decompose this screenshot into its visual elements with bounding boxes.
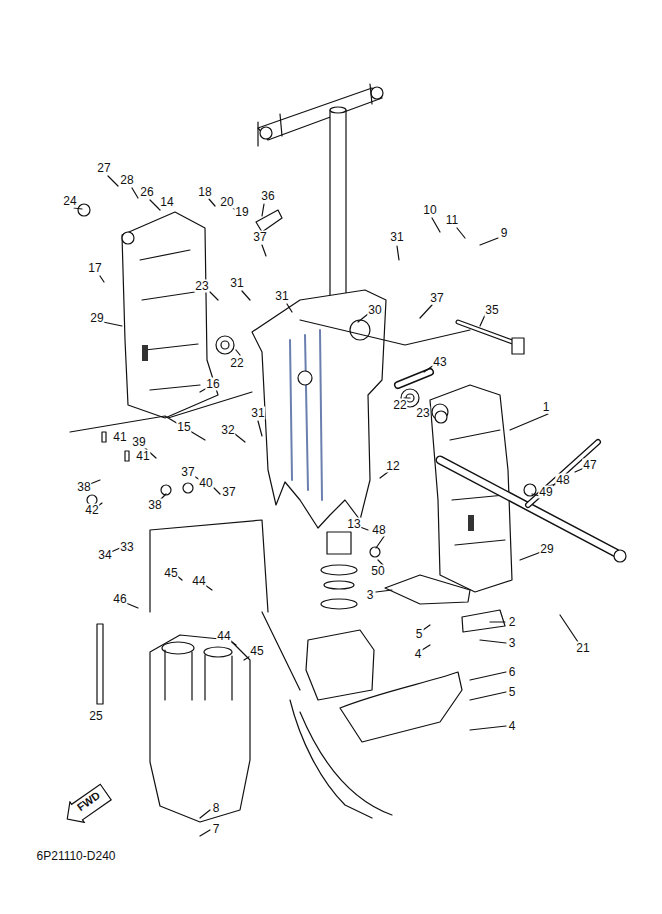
callout-number: 37 xyxy=(180,466,195,479)
callout-number: 29 xyxy=(539,543,554,556)
callout-number: 45 xyxy=(249,645,264,658)
callout-number: 45 xyxy=(163,567,178,580)
callout-number: 17 xyxy=(87,262,102,275)
callout-number: 31 xyxy=(389,231,404,244)
callout-number: 35 xyxy=(484,304,499,317)
callout-number: 41 xyxy=(112,431,127,444)
callout-number: 39 xyxy=(131,436,146,449)
callout-number: 42 xyxy=(84,504,99,517)
callout-number: 48 xyxy=(371,524,386,537)
callout-number: 5 xyxy=(415,628,424,641)
direction-arrow: FWD xyxy=(59,780,115,830)
callout-number: 3 xyxy=(366,589,375,602)
callout-number: 32 xyxy=(220,424,235,437)
callout-number: 18 xyxy=(197,186,212,199)
callout-number: 4 xyxy=(508,720,517,733)
callout-number: 11 xyxy=(445,214,459,227)
callout-number: 7 xyxy=(212,823,221,836)
callout-number: 15 xyxy=(176,421,191,434)
callout-number: 5 xyxy=(508,686,517,699)
callout-number: 1 xyxy=(542,401,551,414)
callout-number: 31 xyxy=(250,407,265,420)
callout-number: 44 xyxy=(191,575,206,588)
callout-number: 19 xyxy=(234,206,249,219)
callout-number: 8 xyxy=(212,802,221,815)
callout-number: 29 xyxy=(89,312,104,325)
callout-number: 23 xyxy=(415,407,430,420)
drawing-code: 6P21110-D240 xyxy=(36,850,117,863)
callout-number: 38 xyxy=(147,499,162,512)
callout-number: 24 xyxy=(62,195,77,208)
callout-number: 36 xyxy=(260,190,275,203)
callout-number: 41 xyxy=(135,450,150,463)
callout-number: 49 xyxy=(538,486,553,499)
callout-number: 43 xyxy=(432,356,447,369)
callout-number: 28 xyxy=(119,174,134,187)
callout-number: 20 xyxy=(219,196,234,209)
callout-number: 4 xyxy=(414,648,423,661)
callout-number: 50 xyxy=(370,565,385,578)
callout-number: 44 xyxy=(216,630,231,643)
callout-number: 6 xyxy=(508,666,517,679)
callout-number: 22 xyxy=(392,399,407,412)
callout-number: 31 xyxy=(274,290,289,303)
callout-number: 30 xyxy=(367,304,382,317)
callout-number: 10 xyxy=(422,204,437,217)
callout-number: 14 xyxy=(159,196,174,209)
callout-number: 25 xyxy=(88,710,103,723)
callout-number: 37 xyxy=(429,292,444,305)
callout-number: 47 xyxy=(582,459,597,472)
callout-number: 48 xyxy=(555,474,570,487)
callout-number: 22 xyxy=(229,357,244,370)
callout-number: 2 xyxy=(508,616,517,629)
callout-number: 37 xyxy=(221,486,236,499)
callout-number: 40 xyxy=(198,477,213,490)
callout-number: 27 xyxy=(96,162,111,175)
callout-number: 3 xyxy=(508,637,517,650)
callout-number: 34 xyxy=(97,549,112,562)
callout-number: 31 xyxy=(229,277,244,290)
callout-number: 9 xyxy=(500,227,509,240)
callout-number: 16 xyxy=(205,378,220,391)
callout-number: 12 xyxy=(385,460,400,473)
callout-number: 26 xyxy=(139,186,154,199)
callout-number: 33 xyxy=(119,541,134,554)
callout-number: 21 xyxy=(575,642,590,655)
callout-number: 37 xyxy=(252,231,267,244)
callout-number: 46 xyxy=(112,593,127,606)
callout-number: 38 xyxy=(76,481,91,494)
callout-number: 13 xyxy=(346,518,361,531)
callout-number: 23 xyxy=(194,280,209,293)
